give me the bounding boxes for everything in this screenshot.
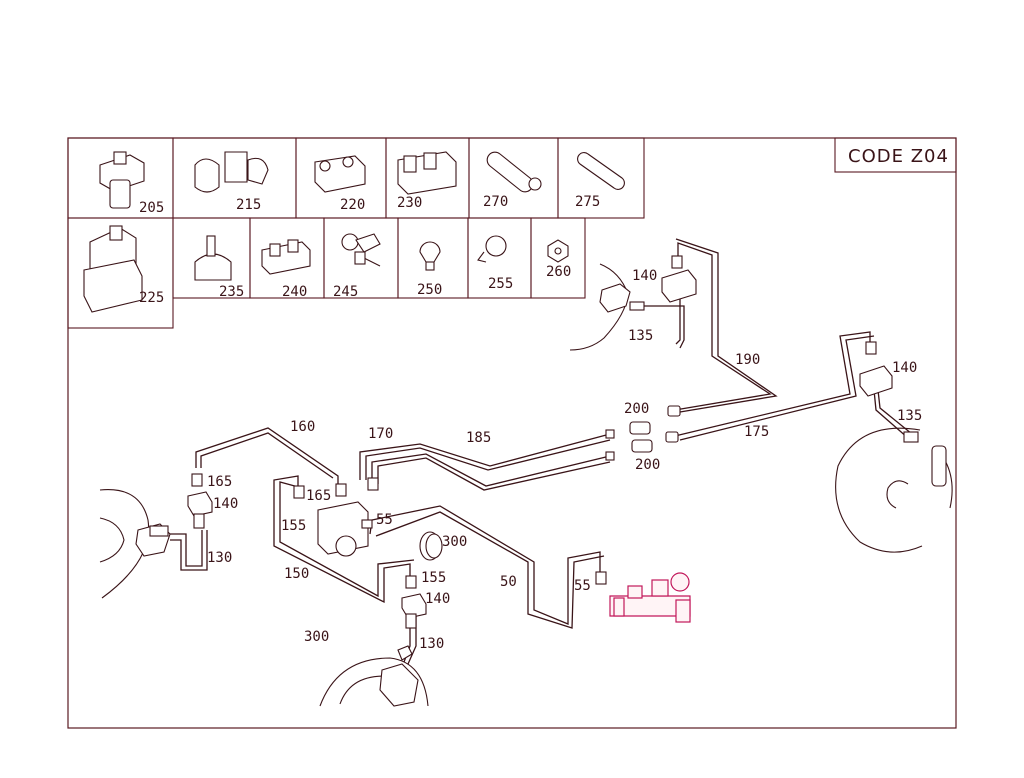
clip-240-icon xyxy=(261,239,311,275)
clip-215-icon xyxy=(194,151,269,193)
clip-205-icon xyxy=(99,151,145,209)
callout-50: 50 xyxy=(500,574,517,590)
callout-165-left: 165 xyxy=(207,474,232,490)
callout-135-top: 135 xyxy=(628,328,653,344)
callout-205: 205 xyxy=(139,200,164,216)
callout-160: 160 xyxy=(290,419,315,435)
clip-220-icon xyxy=(314,155,366,193)
code-box: CODE Z04 xyxy=(834,137,957,173)
fittings xyxy=(149,255,919,661)
callout-55-right: 55 xyxy=(574,578,591,594)
callout-185: 185 xyxy=(466,430,491,446)
pipe-160 xyxy=(195,427,339,484)
brake-master-cylinder xyxy=(609,572,691,623)
callout-135-right: 135 xyxy=(897,408,922,424)
callout-260: 260 xyxy=(546,264,571,280)
callout-140-right: 140 xyxy=(892,360,917,376)
rear-left-brake-disc xyxy=(319,657,429,707)
callout-220: 220 xyxy=(340,197,365,213)
callout-250: 250 xyxy=(417,282,442,298)
left-wheel-hub xyxy=(99,489,171,599)
callout-150: 150 xyxy=(284,566,309,582)
clip-225-icon xyxy=(83,225,143,313)
callout-175: 175 xyxy=(744,424,769,440)
callout-270: 270 xyxy=(483,194,508,210)
clip-250-icon xyxy=(419,241,441,271)
pipe-175 xyxy=(674,331,875,441)
callout-170: 170 xyxy=(368,426,393,442)
sleeve-270-icon xyxy=(486,151,542,193)
pipe-185 xyxy=(359,433,611,480)
callout-255: 255 xyxy=(488,276,513,292)
callout-55-mid: 55 xyxy=(376,512,393,528)
callout-190: 190 xyxy=(735,352,760,368)
nut-260-icon xyxy=(547,239,569,263)
clip-235-icon xyxy=(194,235,232,281)
front-left-wheel-hub xyxy=(569,263,631,351)
clip-245-icon xyxy=(341,233,381,267)
callout-140-low: 140 xyxy=(425,591,450,607)
callout-155-low: 155 xyxy=(421,570,446,586)
clamp-255-icon xyxy=(477,235,507,263)
callout-140-top: 140 xyxy=(632,268,657,284)
callout-200-lower: 200 xyxy=(635,457,660,473)
callout-215: 215 xyxy=(236,197,261,213)
sleeve-275-icon xyxy=(577,152,625,190)
callout-300-low: 300 xyxy=(304,629,329,645)
pipe-50 xyxy=(369,505,605,629)
pipe-135-top xyxy=(640,296,685,349)
grommet-300-icon xyxy=(419,531,443,561)
callout-275: 275 xyxy=(575,194,600,210)
callout-245: 245 xyxy=(333,284,358,300)
callout-130-left: 130 xyxy=(207,550,232,566)
callout-230: 230 xyxy=(397,195,422,211)
pipe-170 xyxy=(371,453,611,491)
callout-300-mid: 300 xyxy=(442,534,467,550)
pipe-130-left xyxy=(170,530,208,571)
parts-grid-row-2 xyxy=(67,217,586,329)
callout-235: 235 xyxy=(219,284,244,300)
pipe-190 xyxy=(674,238,778,413)
callout-165-mid: 165 xyxy=(306,488,331,504)
callout-240: 240 xyxy=(282,284,307,300)
callout-140-left: 140 xyxy=(213,496,238,512)
clip-230-icon xyxy=(397,151,457,195)
diagram-frame xyxy=(67,137,957,729)
callout-130-low: 130 xyxy=(419,636,444,652)
pipe-135-right xyxy=(873,389,913,439)
callout-225: 225 xyxy=(139,290,164,306)
code-label: CODE Z04 xyxy=(848,146,949,167)
callout-200-upper: 200 xyxy=(624,401,649,417)
rear-right-brake-disc xyxy=(835,427,953,553)
callout-155-mid: 155 xyxy=(281,518,306,534)
pipe-150 xyxy=(273,475,415,604)
